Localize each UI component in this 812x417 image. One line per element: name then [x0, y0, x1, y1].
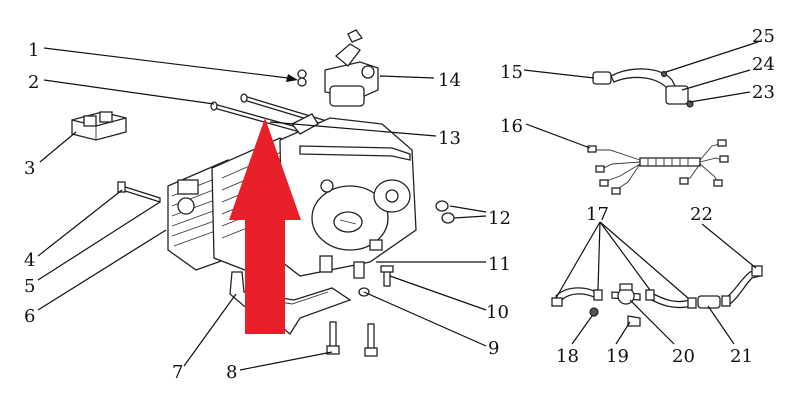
part-14-carburetor	[297, 29, 379, 107]
leader-lines	[37, 41, 759, 371]
callout-7: 7	[172, 362, 183, 383]
callout-23: 23	[752, 82, 775, 103]
callout-15: 15	[500, 62, 523, 83]
part-4-bolt	[117, 181, 161, 203]
callout-25: 25	[752, 26, 775, 47]
callout-17: 17	[586, 204, 609, 225]
part-10-bolt	[380, 265, 394, 287]
callout-13: 13	[438, 128, 461, 149]
callout-24: 24	[752, 54, 775, 75]
callout-9: 9	[488, 338, 499, 359]
part-20-fuel-valve	[611, 283, 641, 305]
callout-21: 21	[730, 346, 753, 367]
callout-3: 3	[24, 158, 35, 179]
part-12-nuts	[435, 200, 455, 224]
callout-8: 8	[226, 362, 237, 383]
red-up-arrow	[229, 118, 301, 334]
part-21-fuel-filter	[697, 295, 721, 309]
part-19-fitting	[627, 315, 641, 327]
callout-labels: 1 2 3 4 5 6 7 8 9 10 11 12 13 14 15 16 1…	[24, 26, 775, 383]
callout-4: 4	[24, 250, 35, 271]
callout-22: 22	[690, 204, 713, 225]
callout-2: 2	[28, 72, 39, 93]
callout-19: 19	[606, 346, 629, 367]
callout-12: 12	[488, 208, 511, 229]
callout-14: 14	[438, 70, 461, 91]
callout-16: 16	[500, 116, 523, 137]
callout-20: 20	[672, 346, 695, 367]
callout-10: 10	[486, 302, 509, 323]
part-16-wiring-harness	[587, 139, 729, 195]
callout-5: 5	[24, 276, 35, 297]
part-18-clamp	[589, 307, 599, 317]
part-3-ignition-coil	[71, 111, 127, 141]
part-22-hose	[721, 265, 763, 307]
part-17-hoses	[551, 287, 697, 309]
callout-11: 11	[488, 254, 511, 275]
part-8-bolts	[326, 287, 378, 357]
callout-1: 1	[28, 40, 39, 61]
callout-18: 18	[556, 346, 579, 367]
callout-6: 6	[24, 306, 35, 327]
part-15-fuel-line	[592, 68, 694, 108]
